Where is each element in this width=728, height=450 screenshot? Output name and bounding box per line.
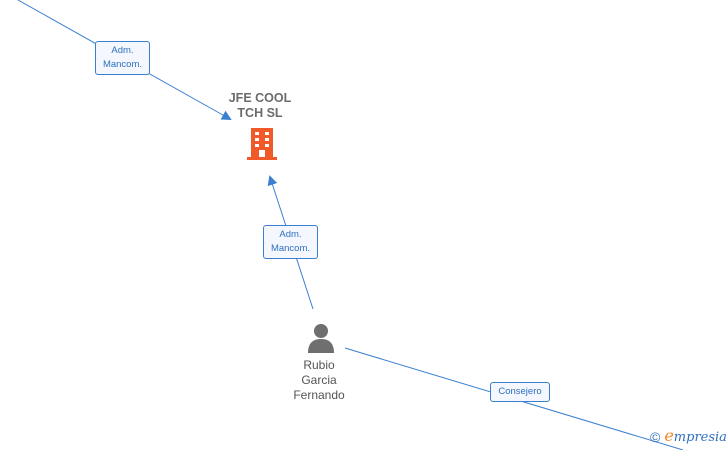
company-name[interactable]: JFE COOL TCH SL — [228, 91, 292, 120]
building-icon[interactable] — [246, 127, 278, 161]
brand-logo: empresia — [664, 426, 727, 446]
relation-label-bottom[interactable]: Consejero — [490, 382, 550, 402]
watermark: © empresia — [650, 428, 727, 446]
person-icon[interactable] — [306, 322, 336, 354]
person-name[interactable]: Rubio Garcia Fernando — [293, 358, 345, 402]
copyright-icon: © — [650, 429, 661, 445]
relation-label-top[interactable]: Adm. Mancom. — [95, 41, 150, 75]
relation-label-middle[interactable]: Adm. Mancom. — [263, 225, 318, 259]
